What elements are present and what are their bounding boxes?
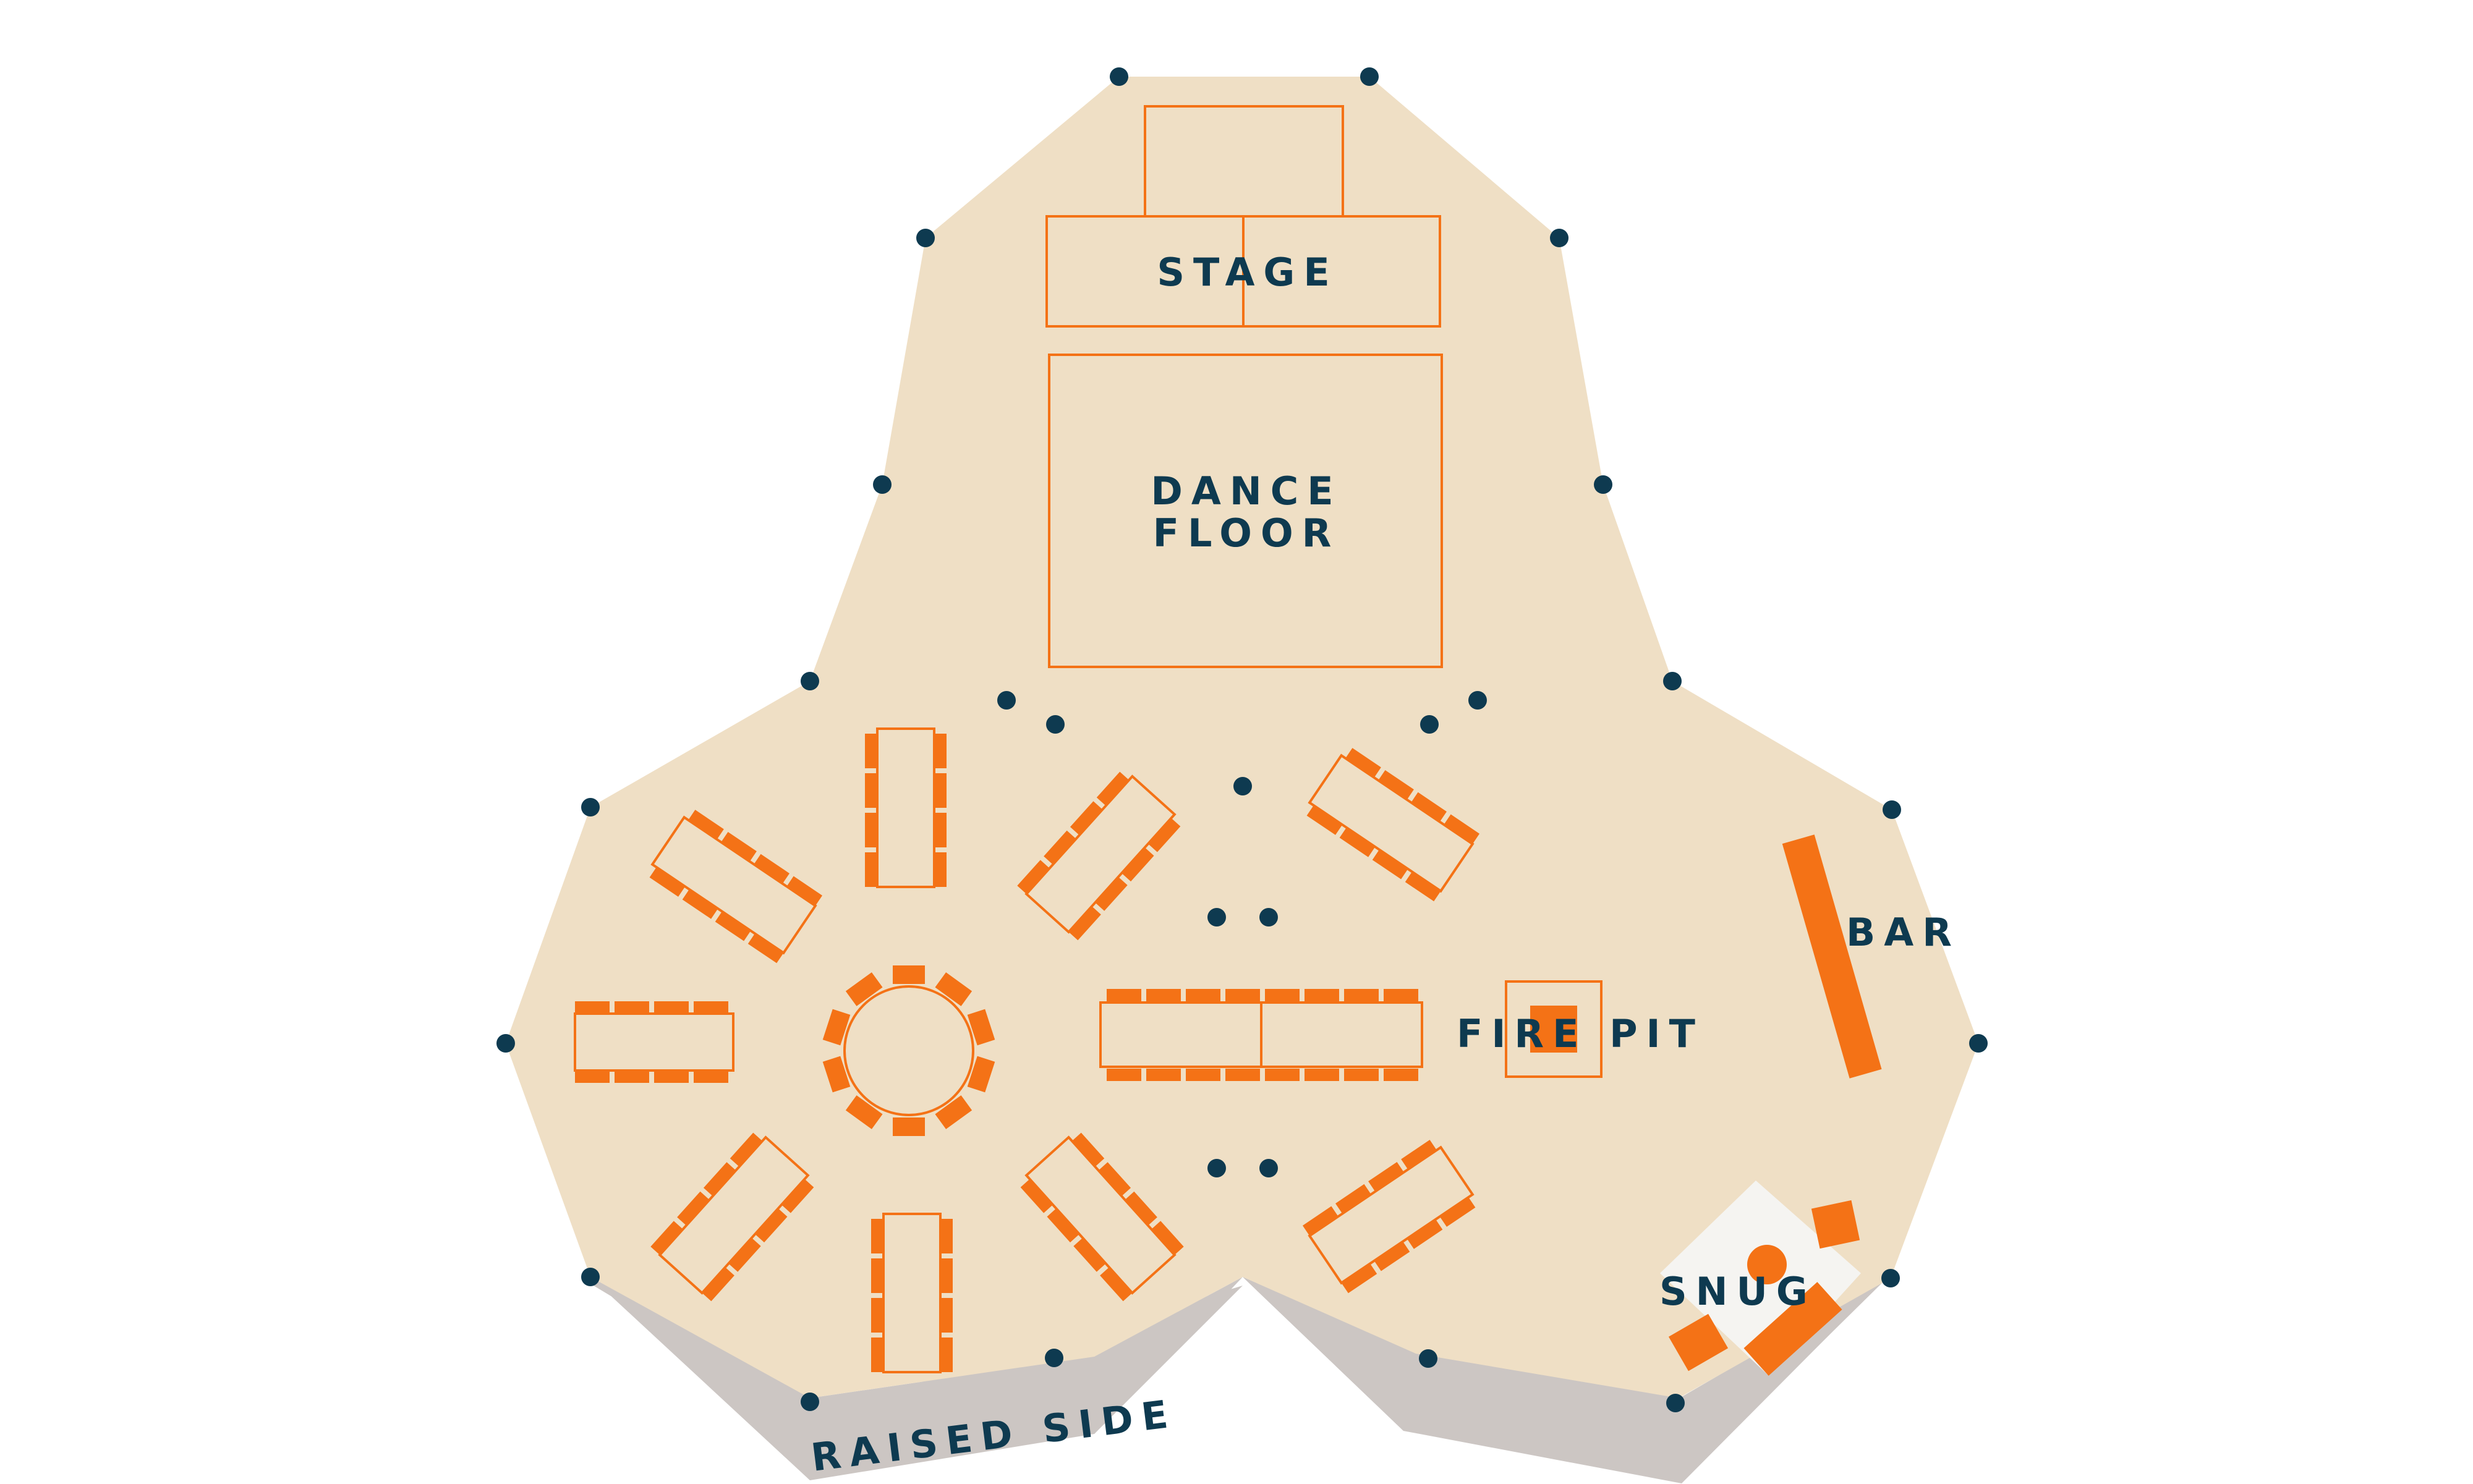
fire-pit-label: FIRE PIT	[1457, 1011, 1704, 1056]
snug-label: SNUG	[1659, 1269, 1816, 1314]
dance-floor	[1048, 354, 1443, 668]
tent-posts	[496, 67, 1988, 1412]
long-table	[1099, 989, 1423, 1081]
table-left	[574, 1000, 734, 1084]
dance-floor-label-line2: FLOOR	[1153, 511, 1340, 556]
fire-pit	[1505, 980, 1603, 1078]
bar-counter	[1782, 834, 1882, 1079]
stage	[1045, 105, 1441, 328]
dance-floor-label-line1: DANCE	[1151, 469, 1342, 514]
table-top-center	[864, 727, 948, 888]
round-table	[822, 965, 995, 1136]
bar-label: BAR	[1846, 910, 1960, 955]
table-lower-center	[870, 1213, 954, 1373]
snug-furniture	[1668, 1200, 1860, 1376]
stage-label: STAGE	[1157, 250, 1338, 295]
